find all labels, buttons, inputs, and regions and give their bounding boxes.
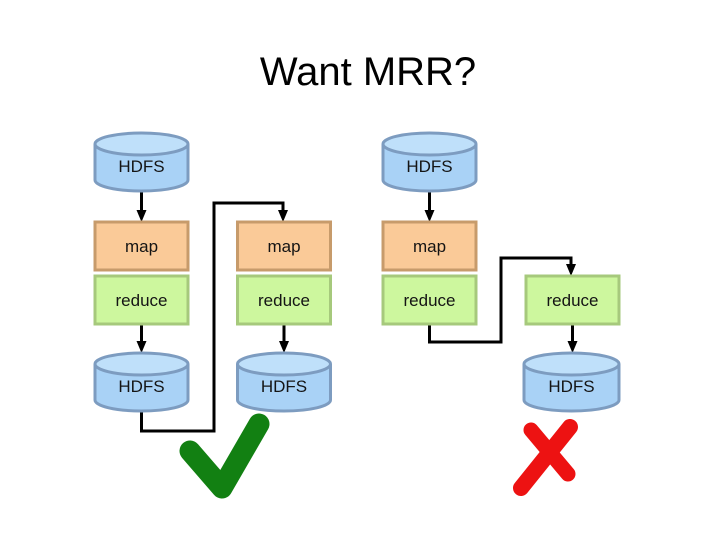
reduce-box: reduce [381,274,478,326]
cylinder-body [93,144,190,193]
reduce-rect [524,274,621,326]
reduce-label: reduce [116,291,168,310]
hdfs-label: HDFS [118,157,164,176]
reduce-rect [236,274,332,326]
map-rect [93,220,190,272]
hdfs-label: HDFS [406,157,452,176]
hdfs-cylinder: HDFS [522,351,621,413]
cylinder-top [93,351,190,377]
cylinder-top [522,351,621,377]
hdfs-label: HDFS [261,377,307,396]
reduce-box: reduce [93,274,190,326]
hdfs-label: HDFS [118,377,164,396]
cylinder-top [381,131,478,157]
cylinder-body [381,144,478,193]
hdfs-cylinder: HDFS [236,351,332,413]
hdfs-label: HDFS [548,377,594,396]
reduce-rect [93,274,190,326]
map-label: map [125,237,158,256]
map-box: map [381,220,478,272]
reduce-box: reduce [236,274,332,326]
check-icon [179,413,270,499]
slide-title: Want MRR? [259,50,477,94]
cross-icon [513,419,578,496]
cylinder-top [93,131,190,157]
map-rect [381,220,478,272]
cylinder-body [522,364,621,413]
reduce-label: reduce [258,291,310,310]
hdfs-cylinder: HDFS [381,131,478,193]
cylinder-body [93,364,190,413]
map-rect [236,220,332,272]
reduce-label: reduce [547,291,599,310]
map-box: map [93,220,190,272]
elbow-reduce3-to-reduce4 [428,256,576,344]
reduce-label: reduce [404,291,456,310]
cylinder-top [236,351,332,377]
elbow-hdfs1b-to-map2 [140,201,288,433]
reduce-rect [381,274,478,326]
map-label: map [267,237,300,256]
cylinder-body [236,364,332,413]
cross-stroke-short [523,422,576,482]
hdfs-cylinder: HDFS [93,351,190,413]
reduce-box: reduce [524,274,621,326]
map-label: map [413,237,446,256]
map-box: map [236,220,332,272]
hdfs-cylinder: HDFS [93,131,190,193]
